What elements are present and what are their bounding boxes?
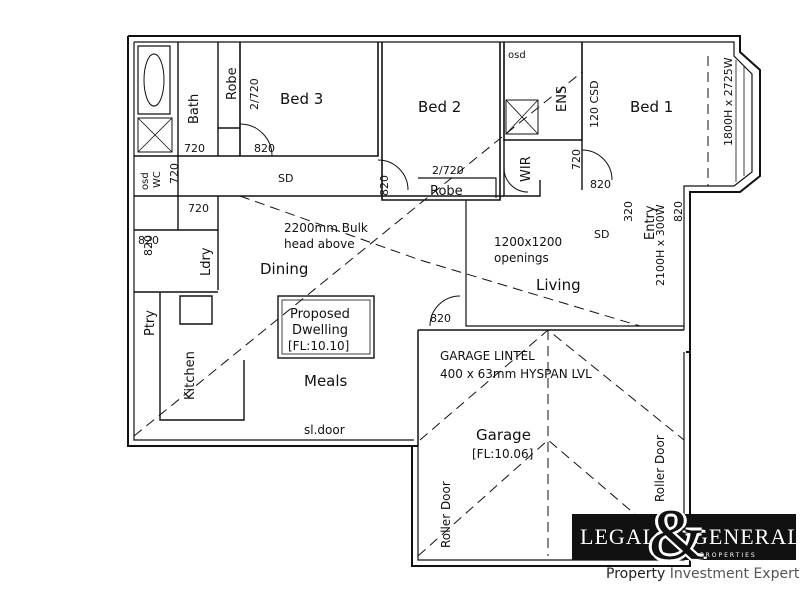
bulkhead-line-1: 2200mm Bulk [284, 221, 368, 235]
meals-label: Meals [304, 372, 348, 390]
dim-820-f: 820 [672, 201, 685, 222]
roof-dashed-lines [133, 56, 709, 557]
ptry-label: Ptry [143, 310, 158, 336]
roller-door-right: Roller Door [653, 435, 667, 502]
dim-2-720-a: 2/720 [248, 78, 261, 110]
dim-720-c: 720 [168, 163, 181, 184]
roller-door-left: Roller Door [439, 481, 453, 548]
dim-entry: 2100H x 300W [654, 204, 667, 286]
bed3-label: Bed 3 [280, 90, 323, 108]
logo-properties: PROPERTIES [700, 552, 757, 559]
proposed-dwelling-box [277, 295, 375, 359]
entry-label: Entry [643, 205, 658, 240]
dim-bay: 1800H x 2725W [722, 57, 735, 146]
bed2-label: Bed 2 [418, 98, 461, 116]
ldry-label: Ldry [199, 247, 214, 276]
proposed-line-1: Proposed [290, 307, 350, 322]
dim-820-a: 820 [254, 142, 275, 155]
dim-720-b: 720 [188, 202, 209, 215]
dim-820-c: 820 [138, 234, 159, 247]
dim-720-a: 720 [184, 142, 205, 155]
logo-ampersand: & [648, 495, 705, 575]
lintel-line-1: GARAGE LINTEL [440, 349, 535, 363]
dim-820-e: 820 [430, 312, 451, 325]
proposed-line-2: Dwelling [292, 323, 348, 338]
dim-2-720-b: 2/720 [432, 164, 464, 177]
room-labels: Bed 1 Bed 2 Bed 3 Bath Robe Robe ENS WIR… [143, 67, 673, 444]
bed1-label: Bed 1 [630, 98, 673, 116]
logo-bar [572, 514, 796, 560]
robe-top-label: Robe [225, 67, 240, 100]
logo-legal: LEGAL [580, 524, 658, 549]
robe-mid-label: Robe [430, 184, 463, 199]
bath-label: Bath [187, 94, 202, 124]
garage-fl: [FL:10.06] [472, 447, 533, 461]
dim-720-d: 720 [570, 149, 583, 170]
smoke-detector-1: SD [278, 172, 293, 185]
logo-general: GENERAL [692, 524, 800, 549]
plan-walls [127, 35, 761, 567]
logo-tagline: Property Investment Experts [606, 566, 800, 582]
dim-wc: WC [152, 171, 163, 188]
proposed-fl: [FL:10.10] [288, 339, 349, 353]
plan-notes: 2200mm Bulk head above 1200x1200 opening… [277, 221, 667, 548]
lintel-line-2: 400 x 63mm HYSPAN LVL [440, 367, 592, 381]
living-label: Living [536, 276, 581, 294]
dim-820-b: 820 [378, 175, 391, 196]
sliding-door-note: sl.door [304, 423, 345, 437]
tagline-property: Property [606, 566, 666, 582]
openings-line-2: openings [494, 251, 549, 265]
garage-label: Garage [476, 426, 531, 444]
openings-line-1: 1200x1200 [494, 235, 562, 249]
dim-820-g: 820 [142, 235, 155, 256]
legal-general-logo: LEGAL GENERAL & PROPERTIES Property Inve… [572, 499, 800, 592]
bulkhead-line-2: head above [284, 237, 355, 251]
wir-label: WIR [519, 156, 534, 182]
tagline-investment: Investment Experts [669, 566, 800, 582]
dim-820-d: 820 [590, 178, 611, 191]
dim-osd: osd [140, 172, 151, 190]
ens-label: ENS [555, 86, 570, 112]
smoke-detector-2: SD [594, 228, 609, 241]
plan-doors [239, 123, 613, 327]
dim-320: 320 [622, 201, 635, 222]
dim-osd-2: osd [508, 50, 526, 61]
dim-120-csd: 120 CSD [588, 80, 601, 128]
dining-label: Dining [260, 260, 308, 278]
kitchen-label: Kitchen [183, 351, 198, 400]
dimension-labels: 2/720 2/720 720 720 720 720 820 820 820 … [138, 50, 735, 325]
